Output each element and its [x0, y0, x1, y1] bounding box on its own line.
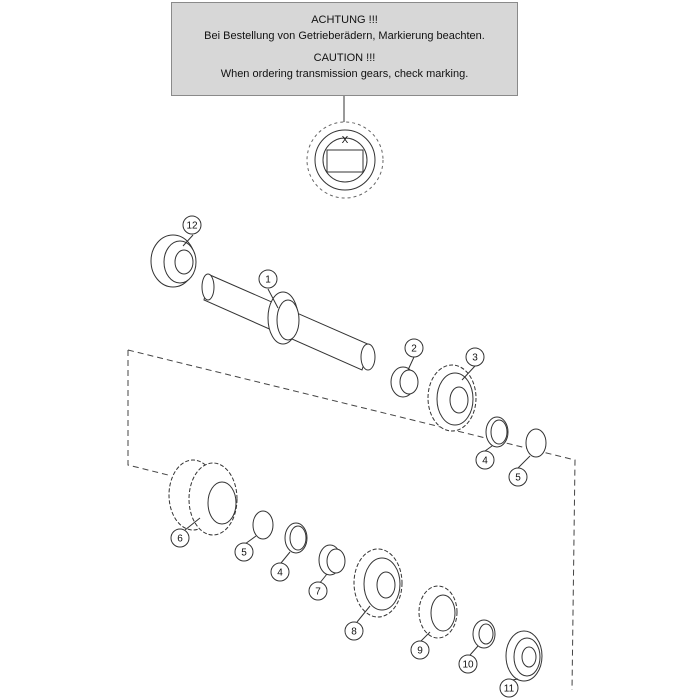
callout-number: 4	[277, 568, 283, 579]
callout-circle	[182, 215, 202, 235]
callout-number: 8	[351, 627, 357, 638]
callout-number: 7	[315, 587, 321, 598]
thrust-washer-part-4-upper-inner	[490, 419, 508, 445]
callout-3: 3	[465, 347, 485, 367]
callout-circle	[508, 467, 528, 487]
thrust-washer-part-4-lower-inner	[289, 525, 307, 551]
assembly-boundary-right	[127, 349, 576, 691]
callout-circle	[465, 347, 485, 367]
notice-heading-en: CAUTION !!!	[313, 52, 376, 64]
notice-text-de: Bei Bestellung von Getrieberädern, Marki…	[204, 30, 485, 42]
callout-circle	[234, 542, 254, 562]
callout-circle	[270, 562, 290, 582]
assembly-boundary-left	[127, 350, 169, 476]
callout-number: 2	[411, 344, 417, 355]
circlip-part-5-lower	[252, 510, 274, 540]
callout-7: 7	[308, 581, 328, 601]
callout-circle	[499, 678, 519, 698]
notice-text-en: When ordering transmission gears, check …	[220, 68, 469, 80]
callout-circle	[170, 528, 190, 548]
callout-9: 9	[410, 640, 430, 660]
main-shaft-part-1	[201, 273, 376, 371]
callout-6: 6	[170, 528, 190, 548]
notice-heading-de: ACHTUNG !!!	[311, 14, 378, 26]
callout-11: 11	[499, 678, 519, 698]
washer-part-10-inner	[478, 623, 494, 645]
callout-number: 1	[265, 275, 271, 286]
marking-letter: X	[342, 135, 349, 146]
bearing-part-12	[150, 234, 197, 288]
marking-gear-illustration: X	[306, 121, 384, 199]
callout-number: 3	[472, 353, 478, 364]
callout-number: 6	[177, 534, 183, 545]
callout-number: 9	[417, 646, 423, 657]
callout-circle	[344, 621, 364, 641]
callout-circle	[475, 450, 495, 470]
callout-number: 4	[482, 456, 488, 467]
callout-number: 12	[186, 221, 198, 232]
callout-12: 12	[182, 215, 202, 235]
callout-5: 5	[234, 542, 254, 562]
callout-circle	[258, 269, 278, 289]
callout-leader-lines	[182, 234, 531, 681]
callout-number: 5	[241, 548, 247, 559]
callout-number: 5	[515, 473, 521, 484]
callout-number: 10	[462, 660, 474, 671]
needle-bushing-part-2	[390, 366, 419, 398]
callout-circle	[404, 338, 424, 358]
gear-part-9	[418, 585, 458, 639]
needle-bushing-part-7	[318, 544, 346, 576]
callout-10: 10	[458, 654, 478, 674]
callout-2: 2	[404, 338, 424, 358]
callout-8: 8	[344, 621, 364, 641]
callout-5: 5	[508, 467, 528, 487]
warning-notice-box: ACHTUNG !!! Bei Bestellung von Getrieber…	[171, 2, 518, 96]
gear-part-6	[168, 459, 238, 536]
callout-4: 4	[270, 562, 290, 582]
bearing-part-11	[505, 630, 543, 682]
circlip-part-5-upper	[525, 428, 547, 458]
callout-circle	[458, 654, 478, 674]
callout-number: 11	[504, 684, 515, 695]
callout-circle	[308, 581, 328, 601]
callout-4: 4	[475, 450, 495, 470]
callout-circle	[410, 640, 430, 660]
callout-1: 1	[258, 269, 278, 289]
gear-part-3	[427, 364, 477, 432]
gear-part-8	[353, 548, 403, 618]
